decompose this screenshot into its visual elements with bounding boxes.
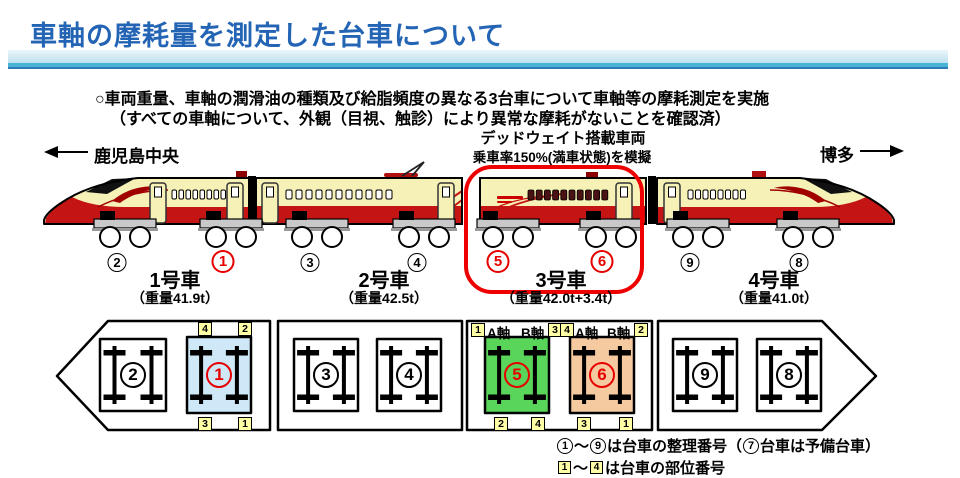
bogie6-part-bl: 3	[577, 417, 591, 431]
swoosh-emblem-icon	[774, 186, 826, 203]
diagram-bogie-9: 9	[692, 362, 718, 388]
car-coupling	[248, 176, 256, 224]
car2-name: 2号車	[358, 270, 410, 292]
bogie-5-box	[483, 335, 551, 415]
legend-ybox-1: 1	[558, 461, 571, 474]
intro-line-2: （すべての車軸について、外観（目視、触診）により異常な摩耗がないことを確認済）	[110, 111, 731, 128]
train-bogie-number-8: 8	[789, 253, 809, 272]
direction-left-label: 鹿児島中央	[94, 147, 179, 166]
diagram-bogie-6: 6	[589, 362, 615, 388]
car2-weight: （重量42.5t）	[340, 290, 428, 306]
arrow-left-icon	[44, 146, 88, 158]
diagram-bogie-2: 2	[120, 362, 146, 388]
train-bogie-number-6: 6	[590, 250, 614, 273]
car4-weight: （重量41.0t）	[730, 290, 818, 306]
bogie6-axis-b-label: B軸	[607, 326, 631, 341]
bogie1-part-tr: 2	[238, 322, 252, 336]
bogie5-part-tl: 1	[471, 323, 485, 337]
train-bogie-number-5: 5	[486, 250, 510, 273]
car3-name: 3号車	[535, 270, 587, 292]
train-car-4	[656, 171, 895, 225]
diagram-bogie-8: 8	[776, 362, 802, 388]
diagram-bogie-4: 4	[396, 362, 422, 388]
diagram-bogie-5: 5	[504, 362, 530, 388]
legend-circled-1: 1	[557, 437, 573, 454]
bogie1-part-br: 1	[238, 417, 252, 431]
bogie5-axis-a-label: A軸	[487, 326, 511, 341]
deadweight-highlight-oval	[464, 165, 644, 294]
car1-name: 1号車	[149, 270, 201, 292]
train-car-2	[255, 161, 463, 225]
train-bogie-number-1: 1	[211, 250, 235, 273]
legend-text-3: は台車の部位番号	[605, 460, 726, 477]
car1-weight: （重量41.9t）	[131, 290, 219, 306]
bogie6-part-tl: 4	[560, 323, 574, 337]
direction-right-label: 博多	[820, 146, 854, 165]
bogie1-part-tl: 4	[198, 322, 212, 336]
car4-name: 4号車	[748, 270, 800, 292]
header-band	[8, 50, 948, 63]
bogie1-part-bl: 3	[198, 417, 212, 431]
diagram-bogie-1: 1	[206, 362, 232, 388]
deadweight-note-line2: 乗車率150%(満車状態)を模擬	[472, 150, 652, 165]
legend-circled-9: 9	[590, 437, 607, 454]
header-rule-dark	[8, 67, 948, 69]
bogie6-part-tr: 2	[634, 323, 648, 337]
legend-text-2: 台車は予備台車）	[760, 438, 881, 455]
intro-line-1: ○車両重量、車軸の潤滑油の種類及び給脂頻度の異なる3台車について車軸等の摩耗測定…	[95, 91, 770, 108]
bogie5-part-bl: 2	[494, 417, 508, 431]
pantograph-icon	[401, 161, 425, 177]
car3-weight: （重量42.0t+3.4t）	[500, 290, 622, 306]
legend-text-1: は台車の整理番号（	[607, 438, 743, 455]
legend-tilde: 〜	[574, 438, 590, 455]
header-rule	[8, 63, 948, 67]
legend-circled-7: 7	[743, 437, 760, 454]
bogie5-axis-b-label: B軸	[521, 326, 545, 341]
diagram-bogie-3: 3	[313, 362, 339, 388]
swoosh-emblem-icon	[112, 186, 164, 203]
bogie5-part-br: 4	[531, 417, 545, 431]
train-bogie-number-4: 4	[407, 253, 427, 272]
train-bogie-number-3: 3	[300, 253, 320, 272]
train-car-3-deadweight	[479, 172, 647, 225]
legend-tilde-2: 〜	[573, 460, 589, 477]
train-bogie-number-9: 9	[680, 253, 700, 272]
legend-ybox-4: 4	[590, 461, 604, 474]
bogie6-part-br: 1	[619, 417, 633, 431]
bogie6-axis-a-label: A軸	[575, 326, 599, 341]
train-bogie-number-2: 2	[107, 253, 127, 272]
train-car-1	[43, 171, 251, 225]
page-title: 車軸の摩耗量を測定した台車について	[30, 21, 506, 51]
arrow-right-icon	[860, 145, 904, 157]
car-coupling	[648, 176, 656, 224]
deadweight-note-line1: デッドウェイト搭載車両	[480, 130, 646, 147]
